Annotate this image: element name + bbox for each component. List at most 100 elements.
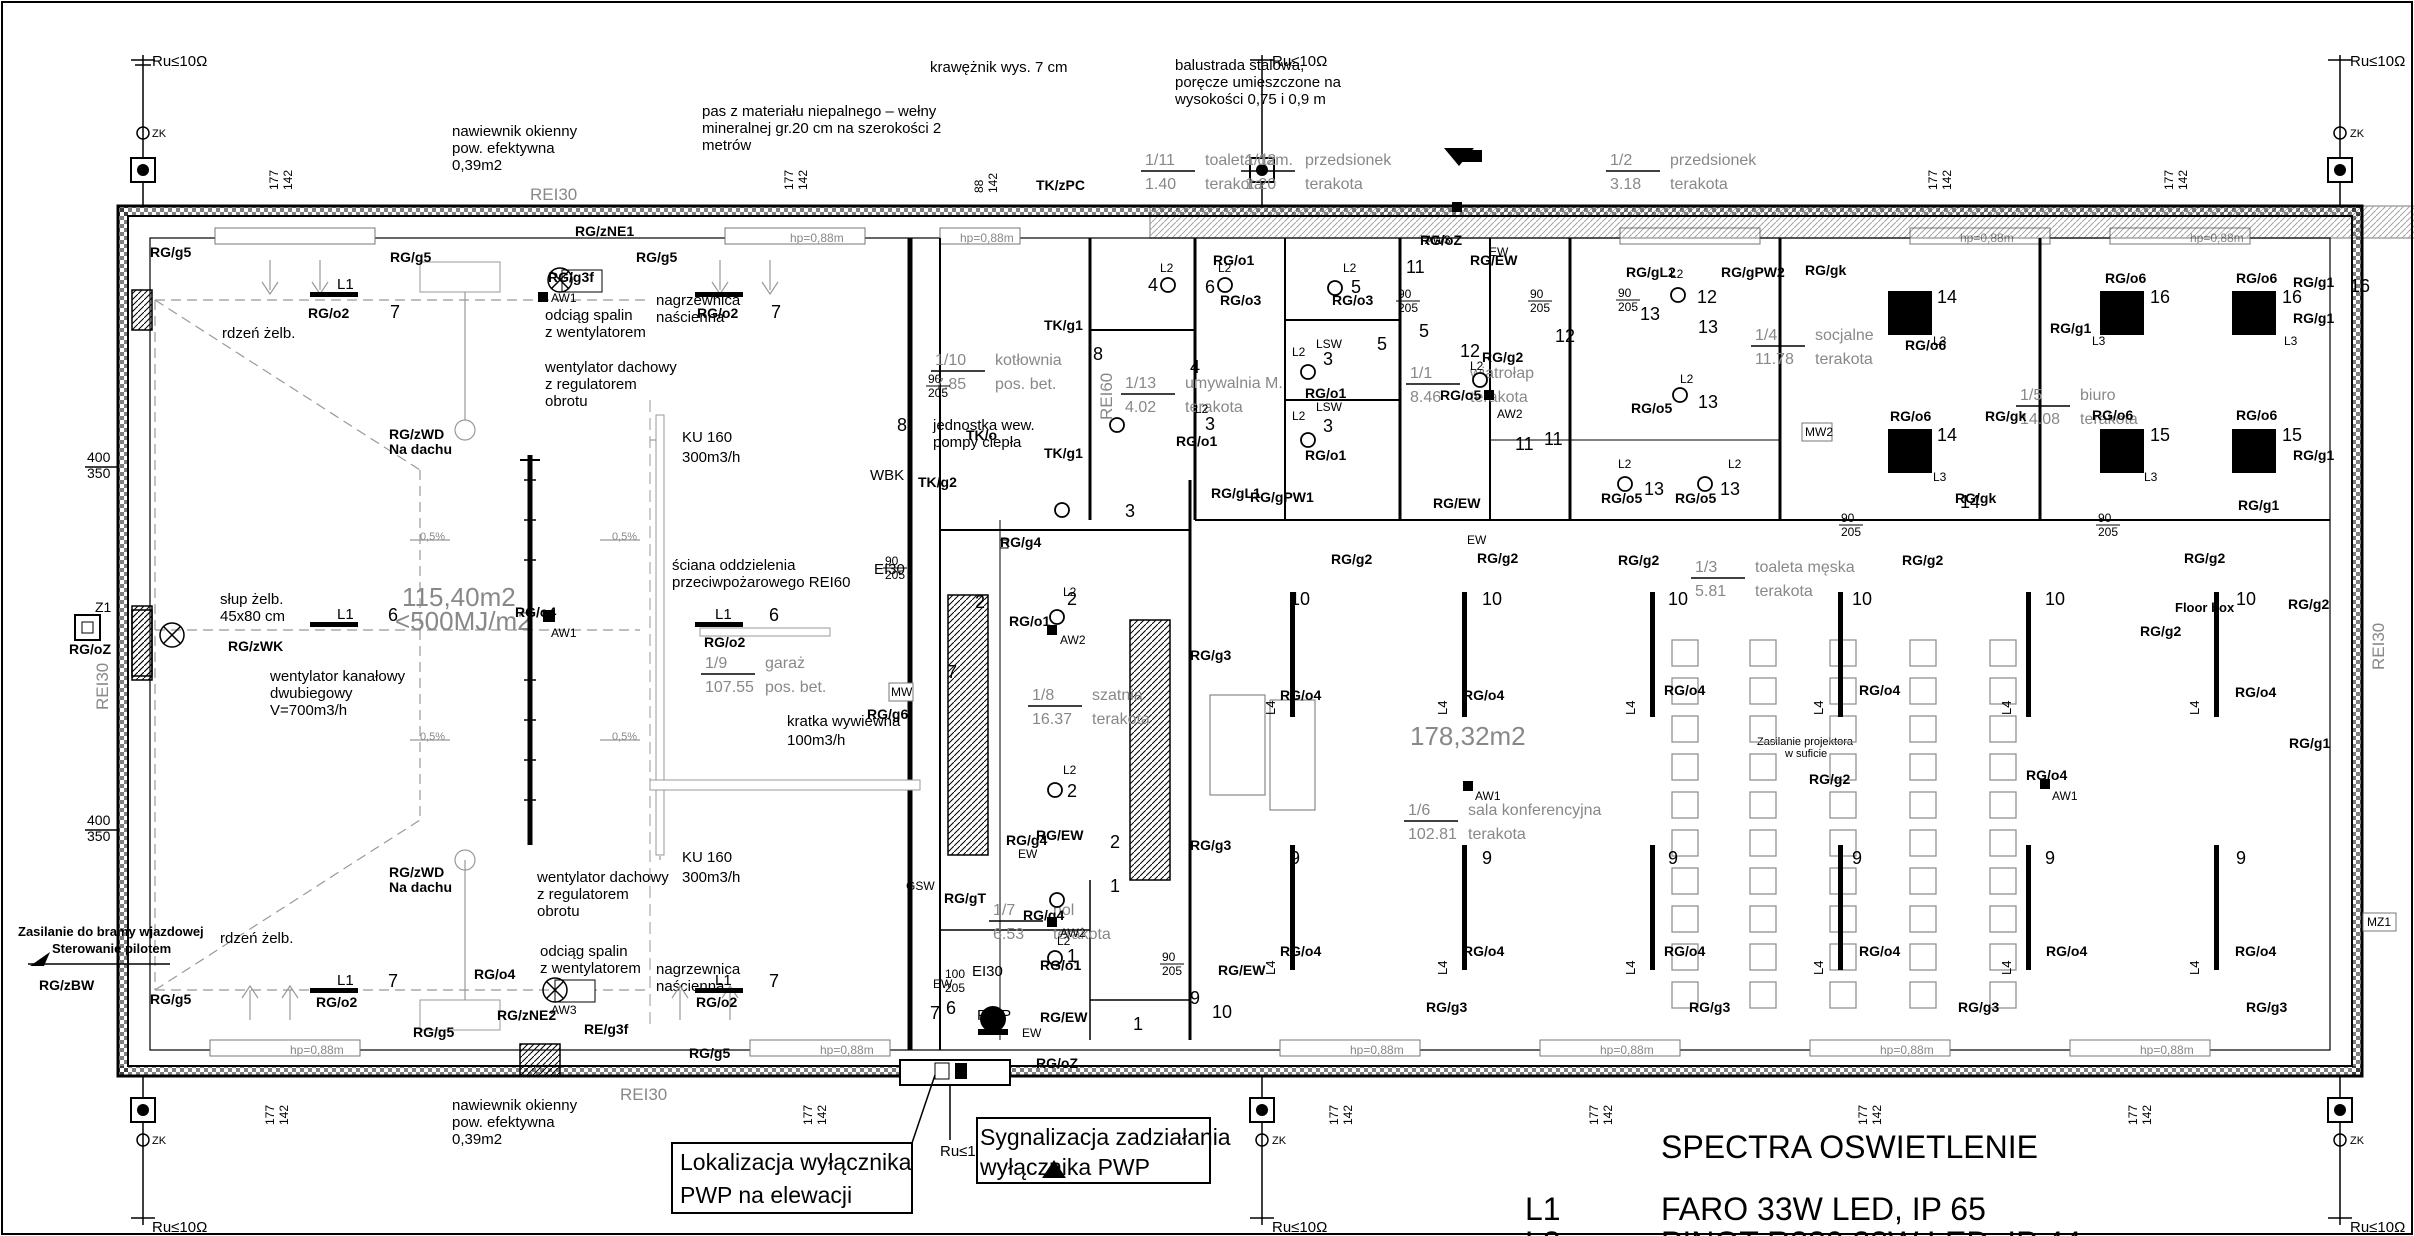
note-ku-top-2: 300m3/h	[682, 449, 740, 466]
circuit-label: RG/zNE1	[575, 223, 634, 239]
circuit-label: TK/o	[966, 427, 997, 443]
fire-ei30-2: EI30	[972, 963, 1003, 980]
room-number: 1/1	[1410, 365, 1432, 382]
l4-label: L4	[1435, 961, 1450, 975]
circuit-label: RG/g1	[2293, 274, 2334, 290]
lamp-group-number: 10	[1290, 589, 1310, 609]
l4-label: L4	[1623, 701, 1638, 715]
l1-label-5: L1	[715, 972, 732, 989]
symbol-tag: EW	[1022, 1026, 1042, 1040]
airflow-arrows	[241, 260, 779, 1020]
note-kratka-2: 100m3/h	[787, 732, 845, 749]
callout-wylacznik: Lokalizacja wyłącznika PWP na elewacji	[671, 1074, 936, 1214]
room-name: socjalne	[1815, 327, 1874, 344]
room-number: 1/3	[1695, 559, 1717, 576]
lamp-group-number: 11	[1406, 257, 1425, 277]
chair	[1909, 867, 1937, 895]
lamp-group-number: 9	[2236, 848, 2246, 868]
room-area: 7.85	[935, 376, 966, 393]
room-area: 6.53	[993, 926, 1024, 943]
lamp-group-number: 1	[1067, 946, 1077, 966]
dim-177: 177	[1856, 1105, 1870, 1125]
note-nawiewnik-b1: nawiewnik okienny	[452, 1097, 578, 1114]
window-height-10: hp=0,88m	[2140, 1043, 2194, 1057]
chair	[1989, 639, 2017, 667]
circuit-label: RG/o4	[2235, 684, 2276, 700]
circuit-label: TK/zPC	[1036, 177, 1085, 193]
circuit-label: RG/g2	[1902, 552, 1943, 568]
lamp-group-number: 9	[2045, 848, 2055, 868]
chair	[1829, 981, 1857, 1009]
dim-177: 177	[782, 170, 796, 190]
note-ku-bot-2: 300m3/h	[682, 869, 740, 886]
circuit-label: RG/o6	[1905, 337, 1946, 353]
note-jednostka-2: pompy ciepła	[933, 434, 1022, 451]
symbol-tag: L2	[1057, 934, 1071, 948]
l4-bar	[1462, 845, 1467, 970]
chair-grid	[1671, 639, 2017, 1009]
circuit-label: RG/o4	[1463, 687, 1504, 703]
chair	[1749, 639, 1777, 667]
lamp-group-number: 12	[1697, 287, 1717, 307]
dim-142: 142	[1341, 1105, 1355, 1125]
l2-lamp	[1217, 277, 1233, 293]
chair	[1989, 867, 2017, 895]
lamp-group-number: 5	[1377, 334, 1387, 354]
lamp-group-number: 10	[2045, 589, 2065, 609]
note-nagrzewnica-b1: nagrzewnica	[656, 961, 741, 978]
dim-90: 90	[2098, 511, 2112, 525]
lamp-group-number: 10	[1852, 589, 1872, 609]
circuit-label: RG/o6	[2092, 407, 2133, 423]
circuit-label: RG/o4	[1664, 943, 1705, 959]
callout-brama: Zasilanie do bramy wjazdowej Sterowanie …	[18, 924, 204, 966]
room-name: szatnia	[1092, 687, 1143, 704]
note-nawiewnik-3: 0,39m2	[452, 157, 502, 174]
dim-88: 88	[972, 179, 986, 193]
circuit-label: TK/g1	[1044, 317, 1083, 333]
aw-emergency	[1463, 781, 1473, 791]
dim-205: 205	[1530, 301, 1550, 315]
window-height-9: hp=0,88m	[1880, 1043, 1934, 1057]
circuit-label: RG/g2	[1331, 551, 1372, 567]
l2-lamp	[1047, 950, 1063, 966]
note-pas-2: mineralnej gr.20 cm na szerokości 2	[702, 120, 941, 137]
room-number: 1/4	[1755, 327, 1777, 344]
note-odciag-b1: odciąg spalin	[540, 943, 628, 960]
dim-400-2: 400	[87, 812, 111, 828]
chair	[1989, 753, 2017, 781]
room-finish: terakota	[1185, 399, 1243, 416]
note-rdzen-bot: rdzeń żelb.	[220, 930, 293, 947]
l4-bar	[2214, 592, 2219, 717]
l4-bar	[1650, 845, 1655, 970]
l2-luminaires	[538, 202, 2050, 966]
room-number: 1/7	[993, 902, 1015, 919]
note-sciana-2: przeciwpożarowego REI60	[672, 574, 850, 591]
circuit-label: RG/o5	[1440, 387, 1481, 403]
circuit-label: RG/gL2	[1626, 264, 1676, 280]
circuit-label: RG/o4	[1664, 682, 1705, 698]
circuit-label: RG/g4	[1023, 907, 1064, 923]
lamp-group-number: 13	[1720, 479, 1740, 499]
dim-350-2: 350	[87, 828, 111, 844]
circuit-label: RG/g5	[390, 249, 431, 265]
l4-label: L4	[1999, 701, 2014, 715]
room-name: przedsionek	[1670, 152, 1757, 169]
lamp-group-number: 11	[1544, 429, 1563, 449]
tag-wbk: WBK	[870, 467, 904, 484]
room-number: 1/12	[1245, 152, 1276, 169]
note-wentylator-b2: z regulatorem	[537, 886, 629, 903]
circuit-label: RG/g2	[1809, 771, 1850, 787]
chair	[1671, 791, 1699, 819]
circuit-label: RG/g5	[689, 1045, 730, 1061]
circuit-label: RG/g1	[2293, 447, 2334, 463]
circuit-label: RG/g3	[1190, 837, 1231, 853]
l2-lamp	[1047, 782, 1063, 798]
chair	[1909, 791, 1937, 819]
dim-90: 90	[1618, 286, 1632, 300]
dim-142: 142	[281, 170, 295, 190]
aw-emergency	[2040, 779, 2050, 789]
